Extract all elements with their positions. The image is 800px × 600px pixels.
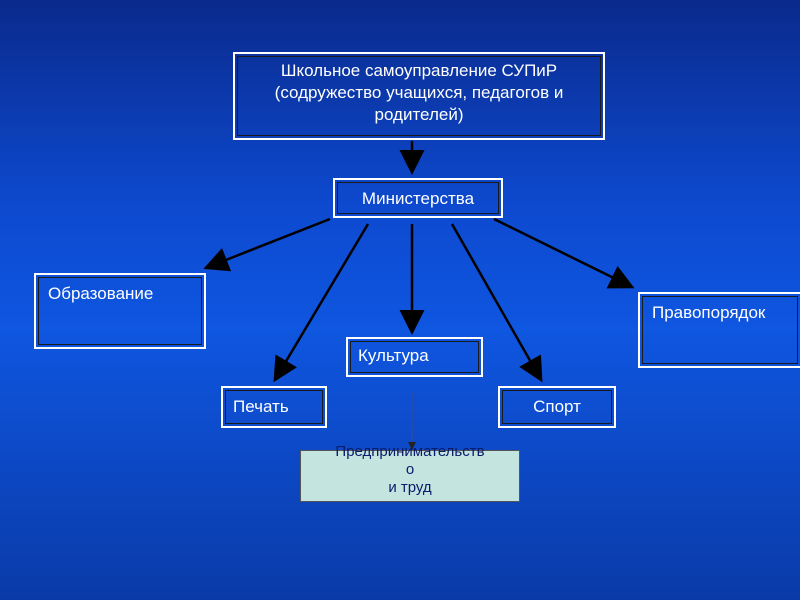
arrow-to-education [203, 217, 331, 272]
sport-node: Спорт [498, 386, 616, 428]
root-node-school-self-government: Школьное самоуправление СУПиР (содружест… [233, 52, 605, 140]
law-order-label: Правопорядок [652, 303, 766, 322]
sport-label: Спорт [533, 397, 581, 416]
root-node-label: Школьное самоуправление СУПиР (содружест… [274, 61, 564, 125]
arrow-to-sport [450, 223, 543, 383]
enterprise-label-line2: о [405, 461, 415, 478]
education-label: Образование [48, 284, 154, 303]
enterprise-label: Предпринимательств о и труд [301, 443, 519, 497]
culture-node: Культура [346, 337, 483, 377]
enterprise-label-line1: Предпринимательств [335, 443, 485, 460]
education-node: Образование [34, 273, 206, 349]
enterprise-label-line3: и труд [388, 479, 432, 496]
press-label: Печать [233, 397, 289, 416]
arrow-to-law-order [493, 217, 635, 289]
arrow-to-press [273, 223, 370, 383]
enterprise-labor-node: Предпринимательств о и труд [300, 443, 520, 502]
law-order-node: Правопорядок [638, 292, 800, 368]
ministries-node: Министерства [333, 178, 503, 218]
press-node: Печать [221, 386, 327, 428]
ministries-label: Министерства [361, 189, 475, 208]
culture-label: Культура [358, 346, 429, 365]
